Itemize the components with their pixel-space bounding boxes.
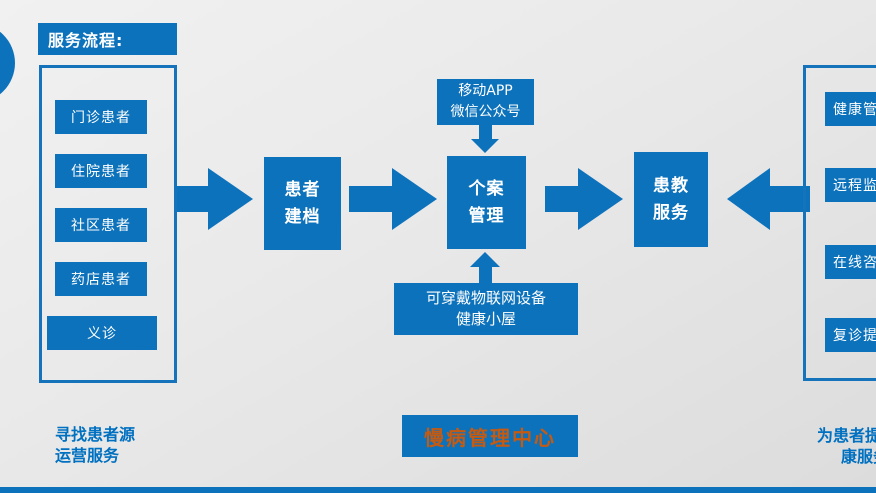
footer-right-line2: 康服务 xyxy=(840,447,876,466)
box-case-management-line2: 管理 xyxy=(468,205,505,226)
footer-left-line1: 寻找患者源 xyxy=(55,425,136,444)
arrow-right-2-tail xyxy=(349,186,393,212)
arrow-up-icon xyxy=(470,252,500,267)
bottom-accent-bar xyxy=(0,487,876,493)
box-iot-devices-line1: 可穿戴物联网设备 xyxy=(425,289,546,307)
arrow-right-2-icon xyxy=(392,168,437,230)
arrow-up-tail xyxy=(479,266,492,283)
arrow-left-icon xyxy=(727,168,770,230)
button-revisit-reminder[interactable]: 复诊提醒 xyxy=(825,318,876,352)
footer-center-banner: 慢病管理中心 xyxy=(402,415,578,457)
box-case-management-line1: 个案 xyxy=(468,178,505,199)
box-patient-filing-line1: 患者 xyxy=(284,179,321,200)
box-mobile-channels-line1: 移动APP xyxy=(458,83,513,99)
button-community-patient[interactable]: 社区患者 xyxy=(55,208,147,242)
page-title-text: 服务流程: xyxy=(48,31,124,50)
button-online-consultation[interactable]: 在线咨询 xyxy=(825,245,876,279)
box-patient-education-line2: 服务 xyxy=(653,202,689,223)
box-case-management: 个案 管理 xyxy=(447,156,526,249)
box-patient-education-line1: 患教 xyxy=(653,175,689,196)
box-patient-filing-line2: 建档 xyxy=(284,206,321,227)
box-mobile-channels: 移动APP 微信公众号 xyxy=(437,79,534,125)
footer-left-line2: 运营服务 xyxy=(55,446,120,465)
button-pharmacy-patient[interactable]: 药店患者 xyxy=(55,262,147,296)
button-remote-monitoring[interactable]: 远程监测 xyxy=(825,168,876,202)
arrow-right-3-icon xyxy=(578,168,623,230)
arrow-down-tail xyxy=(479,125,492,140)
button-health-management[interactable]: 健康管理 xyxy=(825,92,876,126)
arrow-right-1-tail xyxy=(177,186,210,212)
box-iot-devices: 可穿戴物联网设备 健康小屋 xyxy=(394,283,578,335)
page-title: 服务流程: xyxy=(38,23,177,55)
box-patient-filing: 患者 建档 xyxy=(264,157,341,250)
footer-left-label: 寻找患者源 运营服务 xyxy=(55,424,135,466)
button-free-clinic[interactable]: 义诊 xyxy=(47,316,157,350)
arrow-down-icon xyxy=(471,139,499,153)
footer-center-label: 慢病管理中心 xyxy=(424,425,556,450)
patient-source-panel xyxy=(39,65,177,383)
footer-right-label: 为患者提供健 康服务 xyxy=(817,425,876,467)
decorative-circle xyxy=(0,23,15,103)
arrow-right-3-tail xyxy=(545,186,579,212)
button-inpatient[interactable]: 住院患者 xyxy=(55,154,147,188)
footer-right-line1: 为患者提供健 xyxy=(817,426,876,445)
services-panel xyxy=(803,65,876,381)
arrow-right-1-icon xyxy=(208,168,253,230)
button-outpatient[interactable]: 门诊患者 xyxy=(55,100,147,134)
box-mobile-channels-line2: 微信公众号 xyxy=(450,104,521,120)
box-iot-devices-line2: 健康小屋 xyxy=(455,310,516,328)
box-patient-education: 患教 服务 xyxy=(634,152,708,247)
